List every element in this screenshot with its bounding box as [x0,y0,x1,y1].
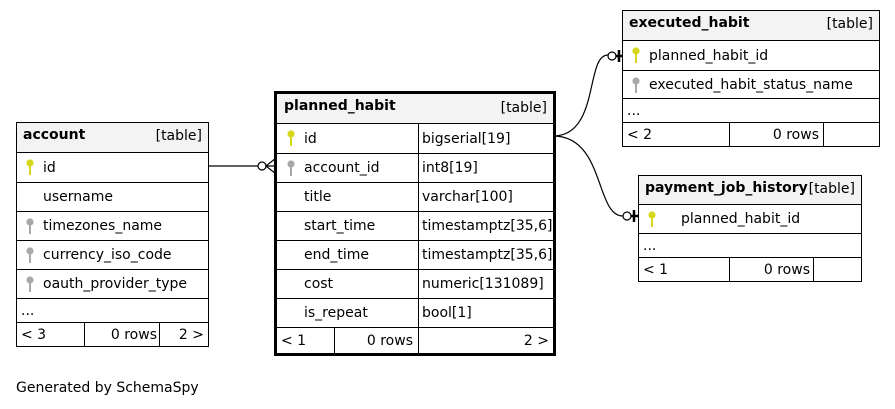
parent-count-link[interactable]: < 3 [21,326,47,343]
column-row: start_time timestamptz[35,6] [277,212,553,241]
column-row: timezones_name [17,212,208,241]
table-header: executed_habit [table] [623,11,879,41]
column-row: oauth_provider_type [17,270,208,299]
column-name: planned_habit_id [681,211,801,227]
row-count: 0 rows [772,126,819,143]
more-indicator: ... [21,302,35,319]
column-name: currency_iso_code [43,247,172,263]
column-name: id [43,159,56,176]
foreign-key-icon [632,77,640,93]
table-footer: < 1 0 rows [639,258,861,281]
parent-count-link[interactable]: < 1 [281,332,307,349]
table-name: payment_job_history [645,180,808,196]
primary-key-icon [648,211,656,227]
column-name: start_time [304,218,376,234]
column-row: id [17,153,208,183]
column-row: username [17,183,208,212]
more-columns-row: ... [17,299,208,323]
column-row: id bigserial[19] [277,124,553,154]
parent-count-link[interactable]: < 1 [643,261,669,278]
table-name: account [23,127,86,143]
table-planned-habit[interactable]: planned_habit [table] id bigserial[19] a… [274,91,556,356]
column-row: planned_habit_id [623,41,879,71]
edge-planned-habit-to-executed-habit [552,54,609,137]
parent-count-link[interactable]: < 2 [627,126,653,143]
row-count: 0 rows [763,261,810,278]
row-count: 0 rows [366,332,413,349]
column-type: timestamptz[35,6] [422,247,553,263]
table-header: account [table] [17,123,208,153]
column-row: end_time timestamptz[35,6] [277,241,553,270]
column-name: oauth_provider_type [43,276,187,292]
foreign-key-icon [26,218,34,234]
column-name: executed_habit_status_name [649,76,853,93]
table-footer: < 3 0 rows 2 > [17,323,208,346]
table-type: [table] [808,181,855,197]
column-row: title varchar[100] [277,183,553,212]
table-header: planned_habit [table] [277,94,553,124]
generated-by-footer: Generated by SchemaSpy [16,380,199,396]
table-account[interactable]: account [table] id username timezones_na… [16,122,209,347]
table-footer: < 2 0 rows [623,123,879,146]
table-type: [table] [500,100,547,116]
more-indicator: ... [627,102,641,119]
table-name: planned_habit [284,98,396,114]
column-name: is_repeat [304,305,368,321]
table-type: [table] [826,16,873,32]
table-payment-job-history[interactable]: payment_job_history [table] planned_habi… [638,175,862,282]
edge-one-marker [616,50,622,62]
primary-key-icon [287,130,295,146]
edge-optional-marker [257,161,267,171]
primary-key-icon [632,47,640,63]
primary-key-icon [26,159,34,175]
foreign-key-icon [26,247,34,263]
column-name: timezones_name [43,218,163,234]
column-type: bool[1] [422,305,472,321]
child-count-link[interactable]: 2 > [178,326,204,343]
table-header: payment_job_history [table] [639,176,861,205]
column-type: int8[19] [422,160,478,176]
edge-one-marker [631,210,638,222]
table-footer: < 1 0 rows 2 > [277,328,553,353]
column-type: numeric[131089] [422,276,544,292]
table-executed-habit[interactable]: executed_habit [table] planned_habit_id … [622,10,880,147]
edge-optional-marker [622,211,632,221]
column-name: account_id [304,160,380,176]
column-name: end_time [304,247,370,263]
table-name: executed_habit [629,15,750,31]
column-row: executed_habit_status_name [623,71,879,99]
column-row: currency_iso_code [17,241,208,270]
row-count: 0 rows [110,326,157,343]
column-type: varchar[100] [422,189,513,205]
column-row: planned_habit_id [639,205,861,234]
foreign-key-icon [287,160,295,176]
edge-planned-habit-to-payment-job-history [552,135,624,217]
column-type: timestamptz[35,6] [422,218,553,234]
more-columns-row: ... [639,234,861,258]
table-type: [table] [155,128,202,144]
column-type: bigserial[19] [422,130,511,147]
column-name: cost [304,276,334,292]
column-row: is_repeat bool[1] [277,299,553,328]
column-row: cost numeric[131089] [277,270,553,299]
foreign-key-icon [26,276,34,292]
more-indicator: ... [643,237,657,254]
child-count-link[interactable]: 2 > [523,332,549,349]
column-name: planned_habit_id [649,47,769,64]
edge-optional-marker [607,51,617,61]
column-name: username [43,189,113,205]
column-name: id [304,130,317,147]
column-row: account_id int8[19] [277,154,553,183]
more-columns-row: ... [623,99,879,123]
column-name: title [304,189,332,205]
